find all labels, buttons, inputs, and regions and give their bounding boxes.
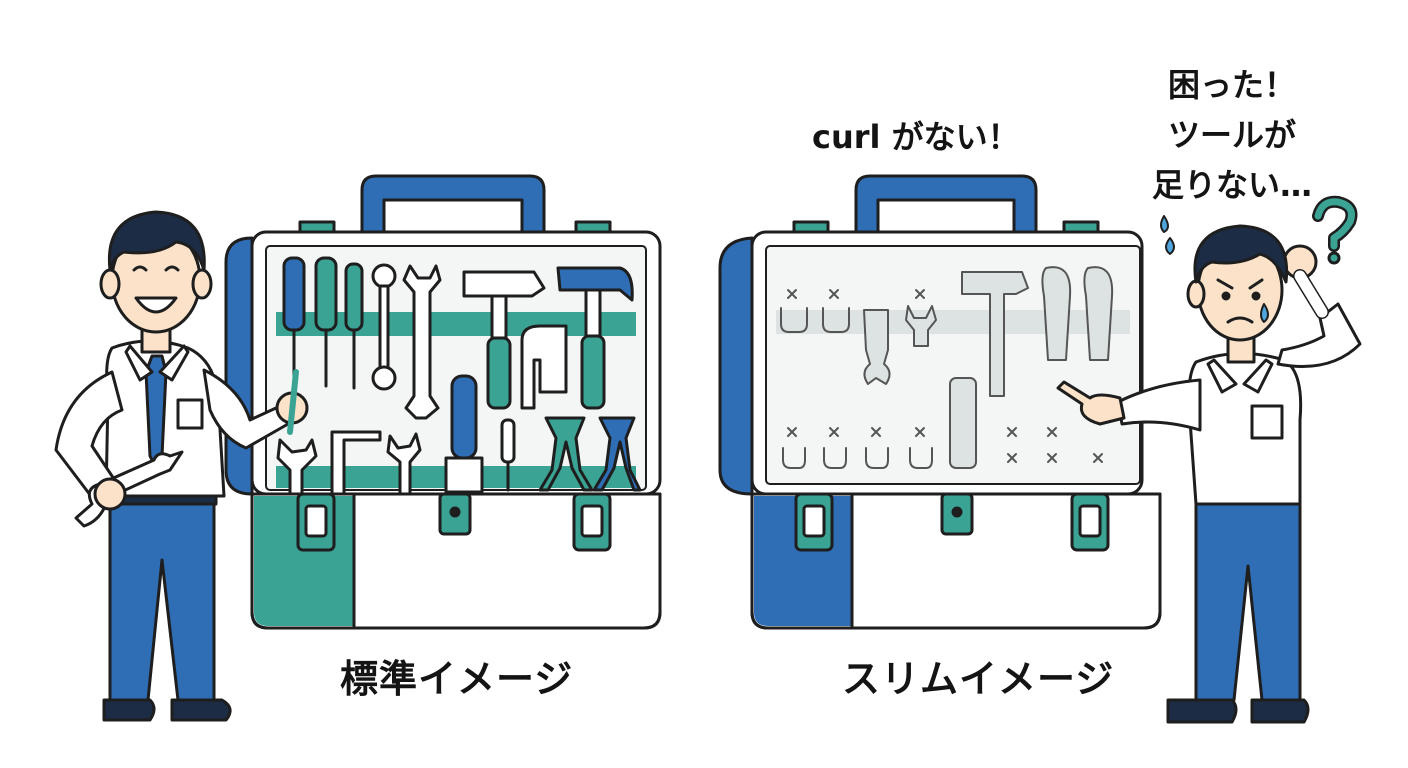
speech-trouble: 困った！ ツールが 足りない… [1132, 60, 1332, 210]
sweat-icon [1160, 215, 1175, 255]
missing-tool-marks [787, 289, 1103, 463]
screwdriver-icon [500, 418, 516, 492]
standard-toolbox [224, 174, 662, 630]
troubled-worker [1056, 195, 1362, 724]
happy-worker [54, 210, 309, 722]
standard-image-label: 標準イメージ [340, 657, 574, 701]
speech-trouble-line1: 困った！ [1167, 66, 1296, 104]
screwdriver-icon [344, 262, 364, 390]
wrench-icon [386, 432, 422, 496]
wrench-icon [371, 263, 397, 391]
wrench-icon [402, 264, 442, 420]
pliers-icon [538, 416, 594, 492]
question-mark-icon [1312, 195, 1358, 265]
screwdriver-icon [314, 256, 338, 388]
speech-curl-missing: curl がない！ [812, 118, 1020, 156]
hammer-icon [556, 266, 634, 410]
speech-trouble-line3: 足りない… [1151, 166, 1312, 204]
screwdriver-icon [444, 374, 484, 494]
crowbar-icon [330, 430, 382, 496]
slim-toolbox [718, 174, 1162, 630]
slim-image-label: スリムイメージ [842, 657, 1115, 701]
hammer-icon [462, 270, 546, 410]
pliers-icon [592, 416, 642, 492]
clamp-icon [520, 324, 568, 410]
speech-trouble-line2: ツールが [1167, 116, 1296, 154]
wrench-icon [276, 438, 318, 496]
